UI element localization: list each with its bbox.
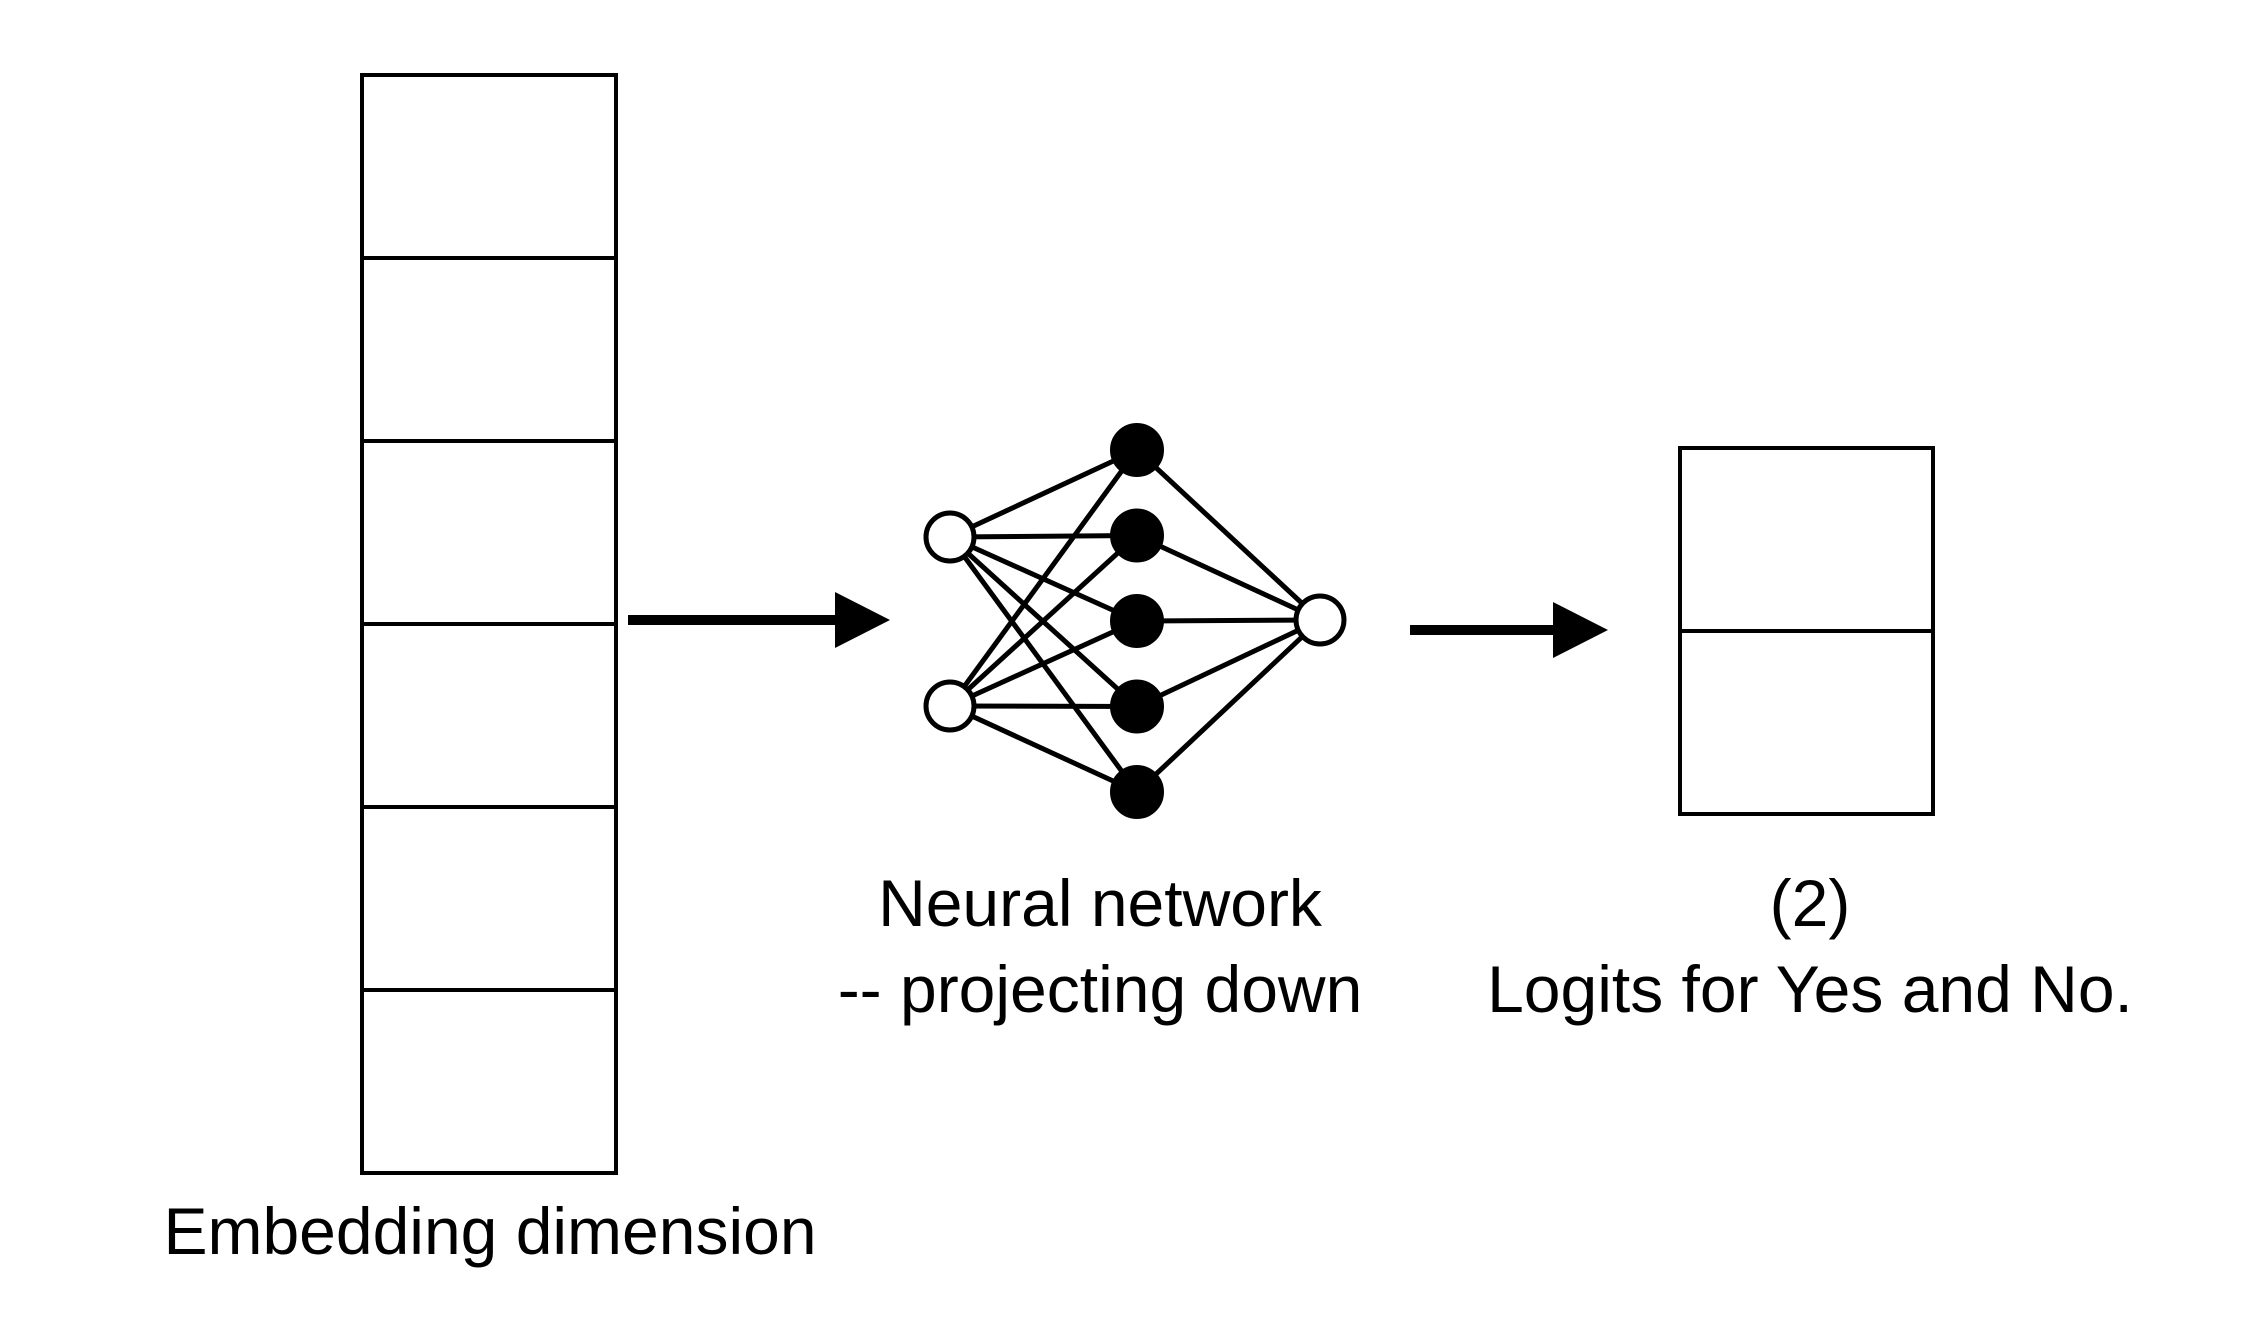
network-edge [1135,533,1322,623]
neural-network-label-line-1: Neural network [878,866,1322,940]
network-hidden-node [1110,594,1164,648]
network-edge [1135,617,1322,709]
network-edge [1135,448,1322,622]
logits-label-line-1: (2) [1769,866,1851,940]
network-edge [949,703,1138,709]
embedding-cell [360,988,618,1175]
embedding-cell [360,622,618,809]
neural-network-graph [923,423,1347,819]
embedding-cell [360,256,618,443]
arrow-embedding-to-network [628,592,890,648]
network-edge [948,703,1139,795]
embedding-cell [360,805,618,992]
logits-label: (2) Logits for Yes and No. [1410,860,2210,1032]
logits-label-line-2: Logits for Yes and No. [1487,952,2133,1026]
embedding-cell [360,439,618,626]
network-output-node [1293,593,1347,647]
logit-cell [1678,446,1935,633]
network-edge [1136,617,1321,624]
network-hidden-node [1110,508,1164,563]
network-nodes [923,423,1347,819]
network-edge [948,618,1139,709]
embedding-dimension-label: Embedding dimension [163,1194,817,1268]
logits-vector [1678,446,1935,816]
network-hidden-node [1110,679,1164,734]
neural-network-label-line-2: -- projecting down [837,952,1363,1026]
network-edge [949,533,1138,540]
embedding-vector [360,73,618,1175]
logit-cell [1678,629,1935,816]
neural-network-label: Neural network -- projecting down [740,860,1460,1032]
arrow-network-to-logits [1410,602,1608,658]
network-edges [947,447,1322,795]
embedding-cell [360,73,618,260]
network-edge [948,533,1139,708]
network-edge [947,448,1140,708]
network-edge [948,447,1139,540]
network-input-node [923,679,977,733]
network-edge [1135,618,1322,794]
network-hidden-node [1110,765,1164,819]
network-hidden-node [1110,423,1164,477]
network-input-node [923,510,977,564]
